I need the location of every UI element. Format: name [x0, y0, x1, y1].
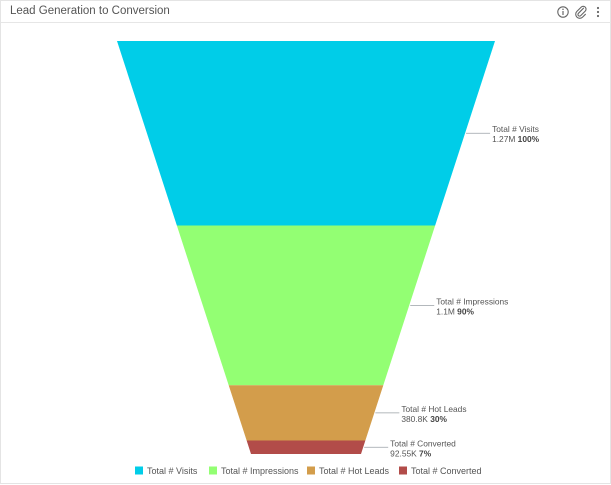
paperclip-icon[interactable]: [574, 5, 588, 19]
funnel-segment[interactable]: [117, 41, 495, 226]
funnel-segment[interactable]: [176, 225, 436, 386]
widget-title: Lead Generation to Conversion: [10, 5, 170, 17]
legend-label: Total # Visits: [147, 466, 198, 476]
stage-name-label: Total # Impressions: [436, 296, 508, 306]
legend-label: Total # Impressions: [221, 466, 299, 476]
more-vertical-icon[interactable]: [591, 5, 605, 19]
legend-swatch: [399, 466, 407, 475]
stage-value-label: 1.27M 100%: [492, 134, 540, 144]
stage-value-label: 1.1M 90%: [436, 306, 474, 316]
legend-label: Total # Converted: [411, 466, 482, 476]
widget-header: Lead Generation to Conversion: [1, 1, 611, 23]
legend-item[interactable]: Total # Hot Leads: [307, 466, 390, 476]
info-icon[interactable]: [556, 5, 570, 19]
stage-value-label: 380.8K 30%: [401, 414, 447, 424]
legend-label: Total # Hot Leads: [319, 466, 390, 476]
stage-name-label: Total # Converted: [390, 438, 456, 448]
stage-value-label: 92.55K 7%: [390, 448, 432, 458]
funnel-segment[interactable]: [246, 440, 366, 454]
funnel-segment[interactable]: [228, 385, 384, 441]
legend-swatch: [307, 466, 315, 475]
stage-name-label: Total # Hot Leads: [401, 404, 466, 414]
legend-swatch: [209, 466, 217, 475]
legend-item[interactable]: Total # Visits: [135, 466, 198, 476]
stage-name-label: Total # Visits: [492, 124, 539, 134]
legend-swatch: [135, 466, 143, 475]
legend-item[interactable]: Total # Converted: [399, 466, 482, 476]
legend-item[interactable]: Total # Impressions: [209, 466, 299, 476]
